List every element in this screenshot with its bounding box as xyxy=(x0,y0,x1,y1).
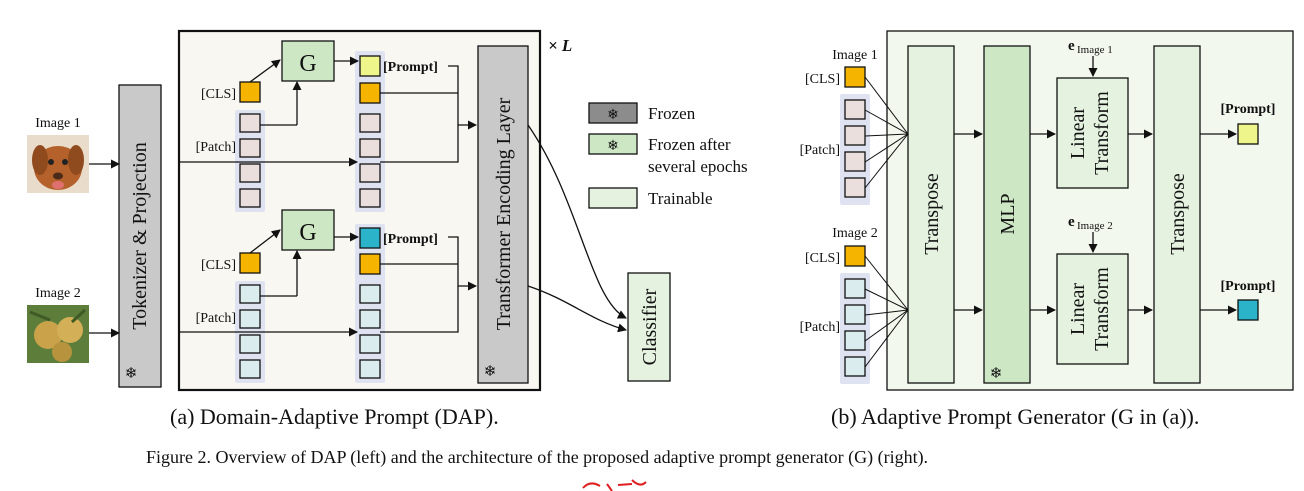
cls-token-r1 xyxy=(844,66,866,88)
patch-token xyxy=(844,151,866,172)
cls-token-r2 xyxy=(844,245,866,267)
patch-token xyxy=(844,356,866,377)
mlp-label: MLP xyxy=(997,193,1019,234)
generator-label-bottom: G xyxy=(299,220,316,246)
snowflake-icon: ❄ xyxy=(990,366,1003,382)
patch-token xyxy=(844,99,866,120)
generator-diagram xyxy=(840,30,1294,391)
linear-transform-box-2 xyxy=(1056,253,1129,365)
transpose-label-out: Transpose xyxy=(1167,173,1189,255)
classifier-box xyxy=(627,272,671,382)
legend-frozen-label: Frozen xyxy=(648,104,696,123)
cls-token-top-out xyxy=(359,82,381,104)
patch-label-bottom: [Patch] xyxy=(196,311,236,326)
patch-token xyxy=(359,309,381,329)
legend-frozen-swatch xyxy=(588,102,638,124)
patch-token xyxy=(239,113,261,133)
cls-label-top: [CLS] xyxy=(201,87,236,102)
r-patch-label-2: [Patch] xyxy=(800,320,840,335)
patch-token xyxy=(359,138,381,158)
generator-box-bottom xyxy=(281,209,335,251)
legend-frozen-after-label-2: several epochs xyxy=(648,157,748,176)
mlp-box xyxy=(983,45,1031,384)
r-patch-label-1: [Patch] xyxy=(800,143,840,158)
patch-token xyxy=(239,359,261,379)
r-cls-label-2: [CLS] xyxy=(805,251,840,266)
r-cls-label-1: [CLS] xyxy=(805,72,840,87)
transpose-box-out xyxy=(1153,45,1201,384)
patch-token xyxy=(359,188,381,208)
dap-diagram xyxy=(27,29,671,392)
legend-frozen-after-label-1: Frozen after xyxy=(648,135,731,154)
legend-trainable-swatch xyxy=(588,187,638,209)
patch-token xyxy=(359,284,381,304)
patch-token xyxy=(239,138,261,158)
linear-transform-box-1 xyxy=(1056,77,1129,189)
repeat-label: × L xyxy=(548,36,572,55)
red-annotation-mark xyxy=(582,479,647,491)
e-subscript-1: Image 1 xyxy=(1077,44,1113,56)
patch-token xyxy=(239,334,261,354)
patch-token xyxy=(844,330,866,351)
snowflake-icon: ❄ xyxy=(125,366,138,382)
patch-label-top: [Patch] xyxy=(196,140,236,155)
prompt-label-top: [Prompt] xyxy=(383,60,438,75)
prompt-label-bottom: [Prompt] xyxy=(383,232,438,247)
prompt-token-bottom xyxy=(359,227,381,249)
patch-token xyxy=(239,284,261,304)
tokenizer-box xyxy=(118,84,162,388)
patch-token xyxy=(239,163,261,183)
prompt-output-1 xyxy=(1237,123,1259,145)
patch-token xyxy=(844,278,866,299)
linear-label-1b: Transform xyxy=(1091,91,1113,175)
e-symbol-1: e xyxy=(1068,38,1075,54)
transpose-box-in xyxy=(907,45,955,384)
patch-token xyxy=(359,163,381,183)
figure-caption: Figure 2. Overview of DAP (left) and the… xyxy=(146,447,929,467)
snowflake-icon: ❄ xyxy=(607,108,619,123)
prompt-output-2 xyxy=(1237,299,1259,321)
patch-token xyxy=(239,188,261,208)
linear-label-2a: Linear xyxy=(1067,283,1089,336)
cls-label-bottom: [CLS] xyxy=(201,258,236,273)
patch-token xyxy=(359,113,381,133)
transformer-encoding-layer xyxy=(477,45,529,384)
patch-token xyxy=(844,125,866,146)
caption-b: (b) Adaptive Prompt Generator (G in (a))… xyxy=(831,404,1200,429)
patch-token xyxy=(844,177,866,198)
r-image1-label: Image 1 xyxy=(832,48,877,63)
legend-frozen-after-swatch xyxy=(588,133,638,155)
transpose-label-in: Transpose xyxy=(921,173,943,255)
linear-label-1a: Linear xyxy=(1067,107,1089,160)
cls-token-bottom-out xyxy=(359,253,381,275)
linear-label-2b: Transform xyxy=(1091,267,1113,351)
e-subscript-2: Image 2 xyxy=(1077,220,1113,232)
r-prompt-label-2: [Prompt] xyxy=(1221,279,1276,294)
patch-token xyxy=(239,309,261,329)
patch-token xyxy=(359,359,381,379)
patch-token xyxy=(359,334,381,354)
snowflake-icon: ❄ xyxy=(607,139,619,154)
r-prompt-label-1: [Prompt] xyxy=(1221,102,1276,117)
transformer-label: Transformer Encoding Layer xyxy=(493,97,515,330)
r-image2-label: Image 2 xyxy=(832,226,877,241)
legend-trainable-label: Trainable xyxy=(648,189,713,208)
image2-thumbnail xyxy=(27,305,89,363)
e-symbol-2: e xyxy=(1068,214,1075,230)
classifier-label: Classifier xyxy=(639,288,661,365)
image2-label: Image 2 xyxy=(35,286,80,301)
cls-token-bottom-in xyxy=(239,252,261,274)
generator-label-top: G xyxy=(299,51,316,77)
patch-token xyxy=(844,304,866,325)
image1-thumbnail xyxy=(27,135,89,193)
prompt-token-top xyxy=(359,55,381,77)
cls-token-top-in xyxy=(239,81,261,103)
snowflake-icon: ❄ xyxy=(484,364,497,380)
tokenizer-label: Tokenizer & Projection xyxy=(129,142,151,329)
caption-a: (a) Domain-Adaptive Prompt (DAP). xyxy=(170,404,499,429)
image1-label: Image 1 xyxy=(35,116,80,131)
